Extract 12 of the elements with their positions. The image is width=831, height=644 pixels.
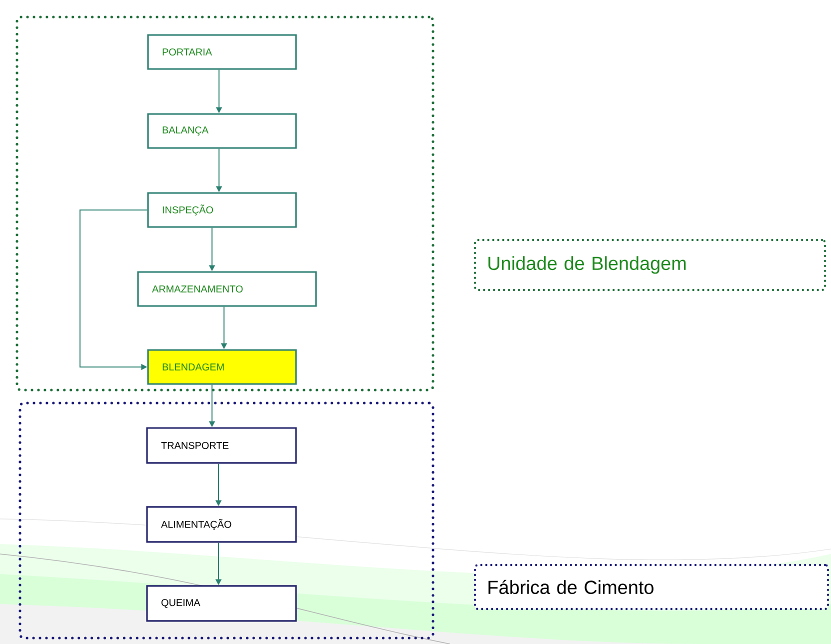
process-box: QUEIMA [146, 585, 297, 622]
group-frame [18, 402, 434, 640]
group-frame [16, 16, 434, 392]
group-title-box: Unidade de Blendagem [474, 238, 826, 292]
process-box: BLENDAGEM [147, 349, 297, 385]
process-box: ARMAZENAMENTO [137, 271, 317, 307]
process-box: TRANSPORTE [146, 427, 297, 464]
process-box: INSPEÇÃO [147, 192, 297, 228]
group-title-box: Fábrica de Cimento [474, 564, 830, 610]
process-box: ALIMENTAÇÃO [146, 506, 297, 543]
process-box: PORTARIA [147, 34, 297, 70]
process-box: BALANÇA [147, 113, 297, 149]
